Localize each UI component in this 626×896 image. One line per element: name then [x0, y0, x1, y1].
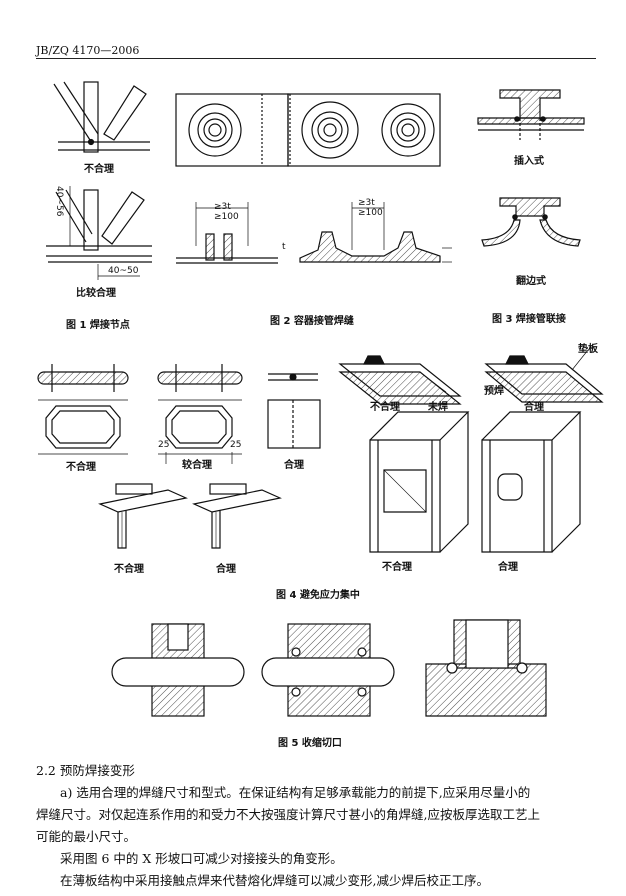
fig3-label-insert: 插入式 [514, 156, 544, 167]
fig2-caption: 图 2 容器接管焊缝 [270, 316, 354, 327]
fig4-box-bad [369, 411, 470, 553]
fig5-notch-c [425, 619, 547, 717]
fig1-label-better: 比较合理 [76, 288, 116, 299]
fig4-octagon-better [157, 364, 243, 464]
fig2-dim-right-b: ≥100 [358, 208, 383, 218]
fig4-label-d: 不合理 [370, 402, 400, 413]
fig1-joint-better [46, 186, 152, 280]
fig3-flanged-joint [481, 197, 581, 247]
fig4-label-c: 合理 [284, 460, 304, 471]
paragraph-1-line-1: a) 选用合理的焊缝尺寸和型式。在保证结构有足够承载能力的前提下,应采用尽量小的 [60, 785, 531, 800]
document-code: JB/ZQ 4170—2006 [36, 44, 140, 57]
fig4-label-e: 合理 [524, 402, 544, 413]
fig4-plate-bad [338, 355, 462, 405]
fig1-dim-vertical: 40~56 [54, 186, 64, 217]
fig1-joint-bad [53, 81, 150, 153]
fig5-notch-b [261, 623, 395, 717]
fig4-octagon-bad [37, 364, 129, 455]
fig3-label-flanged: 翻边式 [516, 276, 546, 287]
fig4-label-i: 合理 [216, 564, 236, 575]
fig3-caption: 图 3 焊接管联接 [492, 314, 566, 325]
fig4-label-b: 较合理 [182, 460, 212, 471]
header-rule [36, 58, 596, 59]
fig2-dim-right-a: ≥3t [358, 198, 375, 208]
paragraph-3: 在薄板结构中采用接触点焊来代替熔化焊缝可以减少变形,减少焊后校正工序。 [60, 873, 489, 888]
fig2-dim-left-a: ≥3t [214, 202, 231, 212]
fig4-label-a: 不合理 [66, 462, 96, 473]
fig4-caption: 图 4 避免应力集中 [276, 590, 360, 601]
fig4-label-g: 合理 [498, 562, 518, 573]
fig4-label-h: 不合理 [114, 564, 144, 575]
fig2-dim-t: t [282, 242, 286, 252]
fig1-dim-horizontal: 40~50 [108, 266, 139, 276]
fig4-box-good [481, 411, 582, 553]
fig2-section-view [176, 202, 452, 264]
fig4-dim-left: 25 [158, 440, 170, 450]
fig5-caption: 图 5 收缩切口 [278, 738, 342, 749]
fig2-plan-view [175, 93, 441, 167]
paragraph-2: 采用图 6 中的 X 形坡口可减少对接接头的角变形。 [60, 851, 343, 866]
paragraph-1-line-3: 可能的最小尺寸。 [36, 829, 137, 844]
fig4-plate-good [484, 349, 604, 403]
fig3-insert-joint [477, 89, 585, 140]
paragraph-1-line-2: 焊缝尺寸。对仅起连系作用的和受力不大按强度计算尺寸甚小的角焊缝,应按板厚选取工艺… [36, 807, 540, 822]
fig4-label-pre: 预焊 [484, 386, 504, 397]
fig2-dim-left-b: ≥100 [214, 212, 239, 222]
fig4-label-pad: 垫板 [578, 344, 598, 355]
fig4-label-f: 不合理 [382, 562, 412, 573]
fig5-notch-a [111, 623, 245, 717]
section-heading: 2.2 预防焊接变形 [36, 763, 135, 778]
fig4-tbeam-bad [98, 483, 188, 549]
fig4-butt-good [267, 373, 321, 449]
fig1-caption: 图 1 焊接节点 [66, 320, 130, 331]
fig4-tbeam-good [192, 483, 282, 549]
fig1-label-bad: 不合理 [84, 164, 114, 175]
fig4-dim-right: 25 [230, 440, 242, 450]
fig4-label-d2: 未焊 [428, 402, 448, 413]
